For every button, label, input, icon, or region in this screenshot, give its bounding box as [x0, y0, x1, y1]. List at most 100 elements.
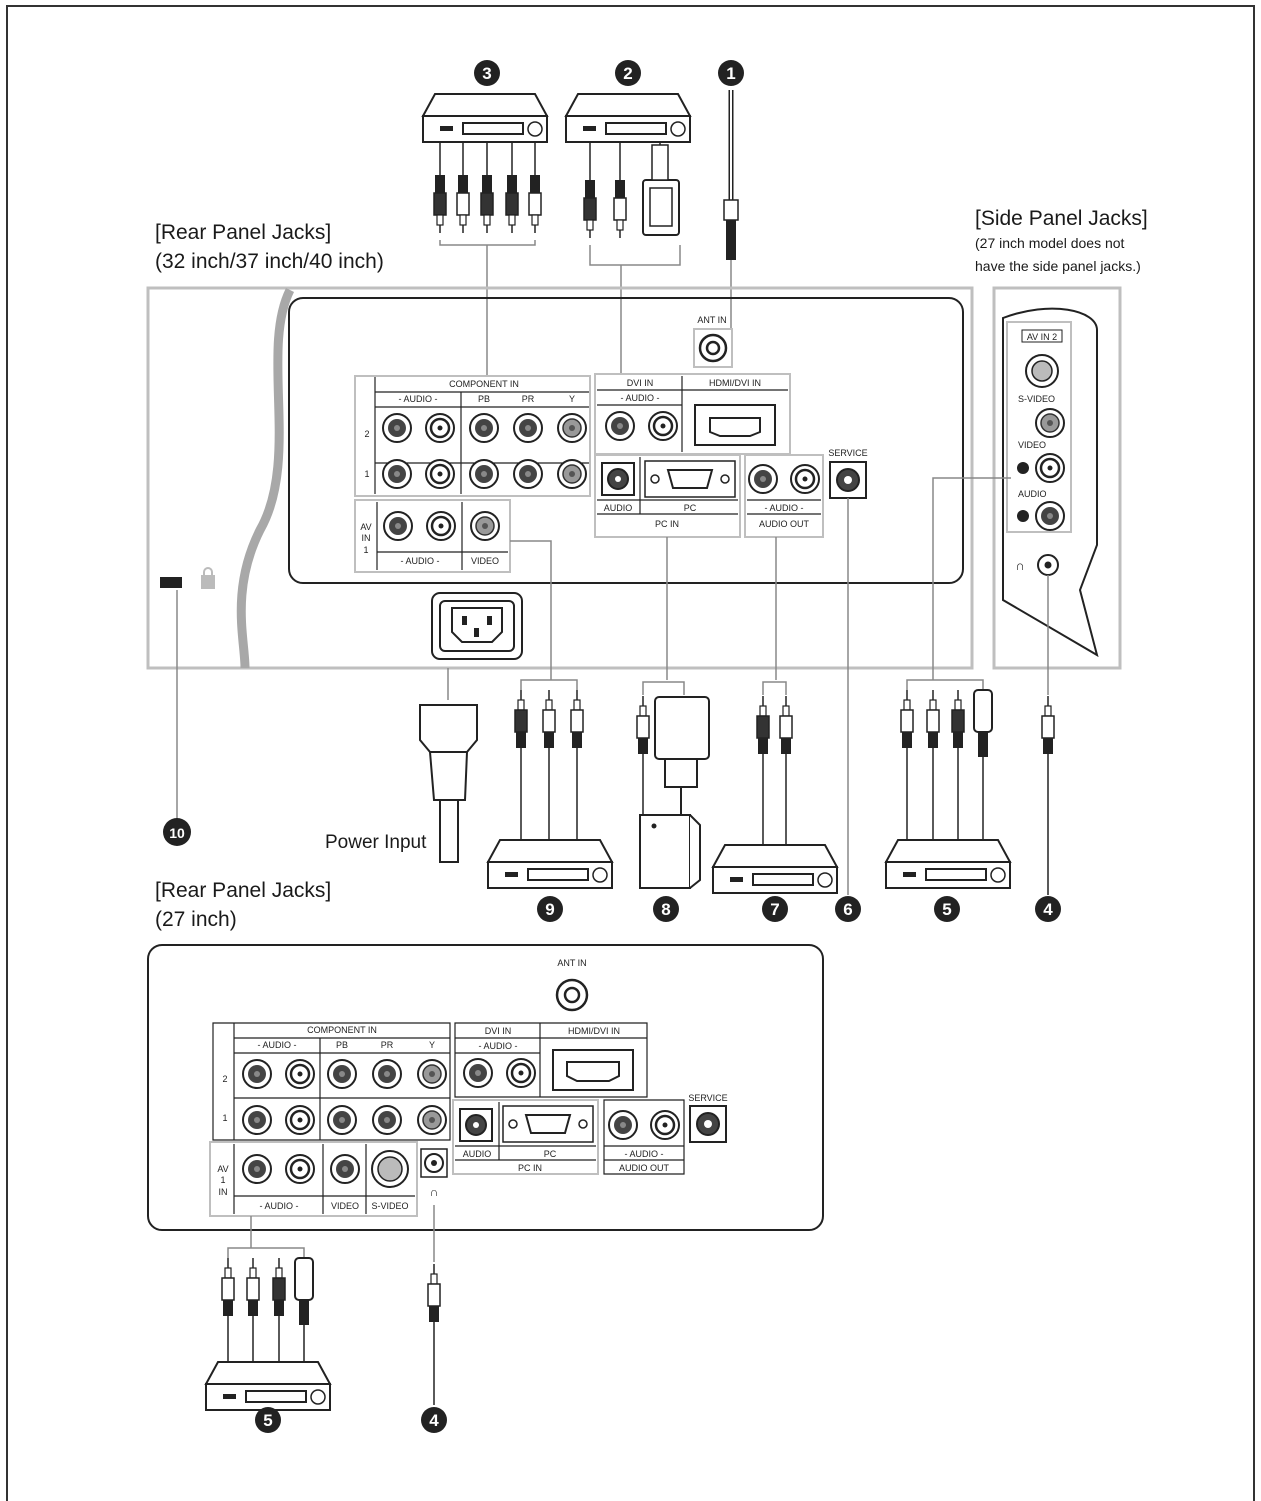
svg-text:∩: ∩ — [430, 1185, 439, 1199]
callout-3: 3 — [474, 60, 500, 86]
audio-out-label: AUDIO OUT — [759, 519, 810, 529]
dvi-in-27-label: DVI IN — [485, 1026, 512, 1036]
av-in-1-27[interactable]: AV 1 IN - AUDIO - VIDEO S-VIDEO — [209, 1141, 418, 1217]
callout-6: 6 — [835, 896, 861, 922]
side-s-video-label: S-VIDEO — [1018, 394, 1055, 404]
av1-27-a: AV — [217, 1164, 228, 1174]
av1-27-svideo: S-VIDEO — [371, 1201, 408, 1211]
service-27[interactable]: SERVICE — [688, 1093, 728, 1143]
callout-7: 7 — [762, 896, 788, 922]
callout-5: 5 — [934, 896, 960, 922]
component-in-27-label: COMPONENT IN — [307, 1025, 377, 1035]
power-input-label: Power Input — [325, 832, 427, 853]
cable-4-headphone — [1041, 575, 1055, 895]
service-27-label: SERVICE — [688, 1093, 727, 1103]
pr-label: PR — [522, 394, 535, 404]
side-video-label: VIDEO — [1018, 440, 1046, 450]
svg-text:∩: ∩ — [1015, 558, 1024, 573]
svg-text:4: 4 — [1043, 900, 1053, 919]
av1-audio-label: - AUDIO - — [400, 556, 439, 566]
row-2-label: 2 — [364, 429, 369, 439]
av1-27-video: VIDEO — [331, 1201, 359, 1211]
callout-4-27: 4 — [421, 1407, 447, 1433]
av1-27-c: 1 — [220, 1175, 225, 1185]
callout-4: 4 — [1035, 896, 1061, 922]
av-in-1-c: 1 — [363, 545, 368, 555]
pb-label: PB — [478, 394, 490, 404]
row-1-27: 1 — [222, 1113, 227, 1123]
component-27-audio-label: - AUDIO - — [257, 1040, 296, 1050]
pc-in-27[interactable]: AUDIO PC PC IN — [452, 1099, 599, 1175]
dvi-hdmi-block[interactable]: DVI IN HDMI/DVI IN - AUDIO - — [594, 373, 791, 455]
page-frame — [6, 5, 1255, 1501]
pc-in-27-label: PC IN — [518, 1163, 542, 1173]
side-audio-label: AUDIO — [1018, 489, 1047, 499]
cables-5-side — [885, 477, 1011, 889]
callout-1: 1 — [718, 60, 744, 86]
pc-label: PC — [684, 503, 697, 513]
cables-9-av1 — [487, 540, 613, 889]
av-in-1-block[interactable]: AV IN 1 - AUDIO - VIDEO — [354, 499, 511, 573]
av1-27-b: IN — [219, 1187, 228, 1197]
pr-27-label: PR — [381, 1040, 394, 1050]
svg-text:5: 5 — [263, 1411, 272, 1430]
audio-out-rl-label: - AUDIO - — [764, 503, 803, 513]
device-3-component — [422, 93, 548, 375]
side-jacks[interactable]: AV IN 2 S-VIDEO VIDEO AUDIO ∩ — [1006, 321, 1072, 576]
headphone-27[interactable]: ∩ — [420, 1148, 448, 1199]
pb-27-label: PB — [336, 1040, 348, 1050]
component-in-block: COMPONENT IN - AUDIO - 2 1 PB PR Y — [354, 375, 591, 497]
callout-2: 2 — [615, 60, 641, 86]
side-note-1: (27 inch model does not — [975, 235, 1125, 251]
device-2-dvi — [565, 93, 691, 375]
rear-small-heading: [Rear Panel Jacks] — [155, 879, 332, 902]
callout-8: 8 — [653, 896, 679, 922]
audio-out-27-label: AUDIO OUT — [619, 1163, 670, 1173]
component-jacks[interactable] — [382, 412, 587, 490]
row-2-27: 2 — [222, 1074, 227, 1084]
y-label: Y — [569, 394, 575, 404]
svg-text:9: 9 — [545, 900, 554, 919]
av1-27-audio: - AUDIO - — [259, 1201, 298, 1211]
side-heading: [Side Panel Jacks] — [975, 207, 1148, 230]
audio-out-27[interactable]: - AUDIO - AUDIO OUT — [603, 1099, 685, 1175]
ant-in-jack[interactable]: ANT IN — [693, 315, 733, 368]
audio-out-27-rl: - AUDIO - — [624, 1149, 663, 1159]
pc-in-label: PC IN — [655, 519, 679, 529]
ant-in-27[interactable]: ANT IN — [555, 958, 589, 1012]
callout-5-27: 5 — [255, 1407, 281, 1433]
dvi-hdmi-27[interactable]: DVI IN HDMI/DVI IN - AUDIO - — [454, 1022, 648, 1098]
callout-10: 10 — [163, 818, 191, 846]
service-jack[interactable]: SERVICE — [828, 448, 868, 499]
cable-4-27 — [427, 1205, 441, 1405]
audio-out-block[interactable]: - AUDIO - AUDIO OUT — [744, 454, 824, 538]
cables-5-27 — [205, 1216, 331, 1411]
av-in-1-b: IN — [362, 533, 371, 543]
kensington-lock — [160, 567, 215, 820]
av1-video-label: VIDEO — [471, 556, 499, 566]
cables-8-pc — [636, 537, 710, 889]
panel-curve — [236, 287, 295, 669]
dvi-27-audio-label: - AUDIO - — [478, 1041, 517, 1051]
svg-text:1: 1 — [726, 64, 735, 83]
rear-panel-27 — [147, 944, 824, 1231]
rear-large-sizes: (32 inch/37 inch/40 inch) — [155, 250, 384, 273]
rear-small-sizes: (27 inch) — [155, 908, 237, 931]
svg-text:10: 10 — [169, 825, 185, 841]
svg-text:6: 6 — [843, 900, 852, 919]
component-audio-label: - AUDIO - — [398, 394, 437, 404]
ant-in-27-label: ANT IN — [557, 958, 586, 968]
component-in-27[interactable]: COMPONENT IN - AUDIO - PB PR Y 2 1 — [212, 1022, 451, 1141]
cables-7-audio-out — [712, 537, 838, 894]
pc-in-block[interactable]: AUDIO PC PC IN — [594, 454, 741, 538]
svg-text:2: 2 — [623, 64, 632, 83]
jack-plate — [288, 297, 964, 584]
svg-text:7: 7 — [770, 900, 779, 919]
dvi-in-label: DVI IN — [627, 378, 654, 388]
service-label: SERVICE — [828, 448, 867, 458]
svg-text:4: 4 — [429, 1411, 439, 1430]
power-input — [419, 592, 523, 863]
av-in-2-label: AV IN 2 — [1027, 332, 1057, 342]
side-note-2: have the side panel jacks.) — [975, 258, 1141, 274]
